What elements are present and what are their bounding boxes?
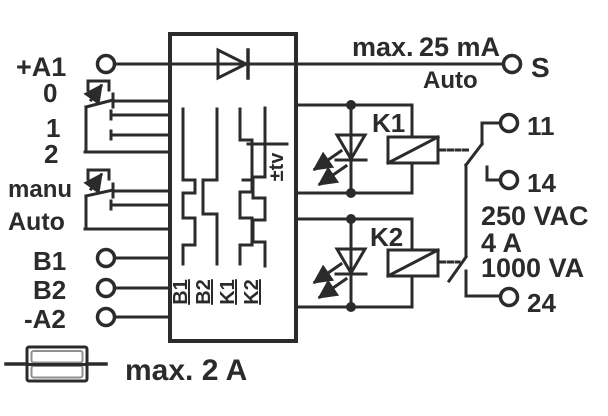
label-relay-k2: K2 bbox=[370, 222, 403, 252]
terminal-a2 bbox=[95, 306, 117, 328]
label-terminal-24: 24 bbox=[527, 288, 556, 318]
label-terminal-b1: B1 bbox=[33, 246, 66, 276]
selector1-actuator-arrow-icon bbox=[83, 83, 104, 106]
terminal-11 bbox=[498, 112, 520, 134]
timing-diagram bbox=[181, 106, 289, 268]
k1-led-icon bbox=[334, 133, 368, 162]
k1-led-emission-arrow-1 bbox=[312, 148, 344, 172]
label-waveform-k1: K1 bbox=[217, 279, 239, 305]
k2-bottom-rail bbox=[294, 274, 414, 309]
contact-lever-1 bbox=[463, 141, 485, 168]
k1-top-rail bbox=[294, 103, 414, 139]
selector2-wiper bbox=[84, 188, 115, 198]
k1-relay-branch bbox=[294, 100, 473, 198]
label-pos2: 2 bbox=[44, 139, 58, 169]
fuse-inner-top bbox=[30, 350, 84, 364]
k2-led-icon bbox=[334, 247, 368, 276]
waveform-b2 bbox=[201, 107, 219, 266]
label-max: max. bbox=[352, 32, 414, 62]
wire-14 bbox=[485, 165, 502, 182]
label-pos1: 1 bbox=[46, 113, 60, 143]
k2-relay-branch bbox=[294, 214, 461, 312]
fuse-inner-bottom bbox=[30, 365, 84, 379]
label-terminal-a2: -A2 bbox=[24, 304, 66, 334]
k1-bottom-rail bbox=[294, 161, 414, 195]
label-terminal-b2: B2 bbox=[33, 275, 66, 305]
label-manu: manu bbox=[8, 176, 72, 203]
k1-led-emission-arrow-2 bbox=[317, 163, 349, 187]
terminal-14 bbox=[498, 169, 520, 191]
label-terminal-14: 14 bbox=[527, 168, 556, 198]
device-box bbox=[168, 32, 298, 343]
wire-24 bbox=[464, 269, 502, 298]
label-terminal-a1: +A1 bbox=[16, 52, 66, 82]
fuse-symbol bbox=[4, 345, 108, 383]
label-delay-time: ±tv bbox=[266, 152, 288, 182]
label-waveform-b2: B2 bbox=[193, 279, 215, 305]
label-rating-voltage: 250 VAC bbox=[481, 201, 589, 231]
waveform-k1 bbox=[238, 107, 254, 266]
terminal-24 bbox=[498, 286, 520, 308]
wire-11 bbox=[480, 121, 502, 146]
waveform-k2 bbox=[251, 106, 267, 268]
k2-led-emission-arrow-2 bbox=[317, 276, 349, 300]
selector-switch-manu-auto bbox=[83, 168, 172, 231]
label-auto-left: Auto bbox=[8, 208, 65, 236]
k2-coil-diagonal bbox=[385, 247, 441, 279]
k2-led-emission-arrow-1 bbox=[312, 261, 344, 285]
label-terminal-11: 11 bbox=[527, 111, 555, 141]
selector-switch-0-1-2 bbox=[83, 79, 172, 154]
terminal-a1 bbox=[95, 53, 117, 75]
terminal-s bbox=[501, 53, 523, 75]
output-contacts bbox=[446, 112, 520, 308]
label-rating-current: 4 A bbox=[481, 228, 522, 258]
label-pos0: 0 bbox=[43, 78, 57, 108]
k1-coil-icon bbox=[386, 135, 440, 165]
label-rating-power: 1000 VA bbox=[481, 253, 584, 283]
selector2-actuator-arrow-icon bbox=[83, 172, 104, 195]
diode-icon bbox=[216, 47, 250, 81]
label-waveform-k2: K2 bbox=[241, 279, 263, 305]
contact-lever-2 bbox=[446, 254, 469, 284]
k2-coil-icon bbox=[386, 248, 440, 278]
k2-top-rail bbox=[294, 217, 414, 252]
label-relay-k1: K1 bbox=[372, 108, 405, 138]
label-auto-mode: Auto bbox=[423, 67, 478, 94]
label-fuse-rating: max. 2 A bbox=[125, 354, 247, 387]
waveform-b1 bbox=[181, 107, 197, 266]
label-supply-current: 25 mA bbox=[419, 32, 500, 62]
terminal-b2 bbox=[95, 277, 117, 299]
k1-coil-diagonal bbox=[385, 134, 441, 166]
terminal-b1 bbox=[95, 247, 117, 269]
label-terminal-s: S bbox=[531, 52, 550, 83]
label-waveform-b1: B1 bbox=[170, 279, 192, 305]
